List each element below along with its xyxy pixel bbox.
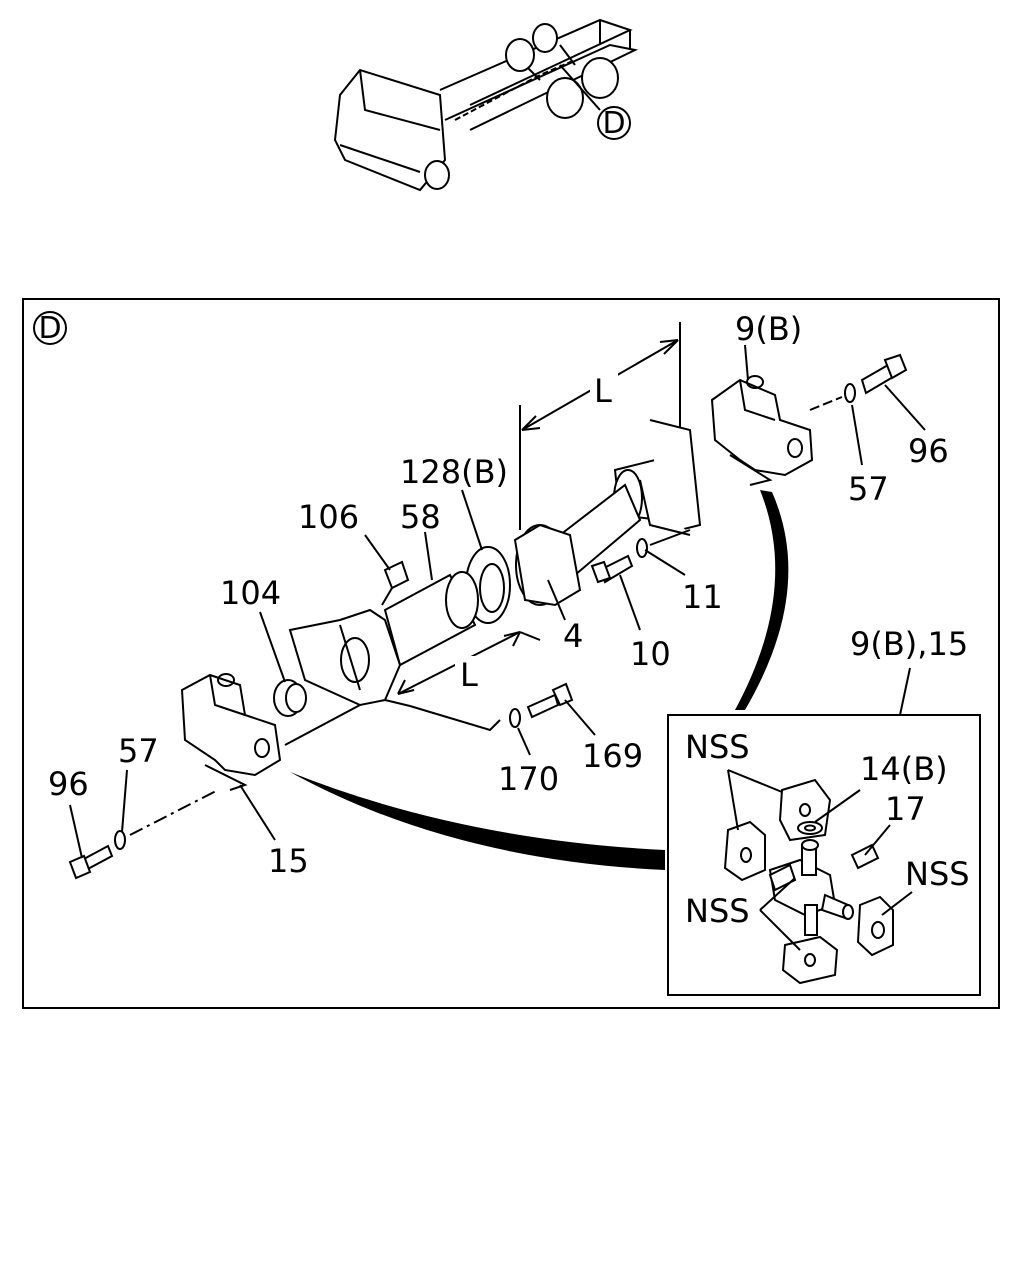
inset-bearing-cap-right [856,895,894,957]
label-170: 170 [498,760,559,798]
universal-joint-15 [180,673,361,791]
dimension-l-top [519,322,681,530]
label-57-top: 57 [848,470,889,508]
inset-leader-lines [727,769,913,951]
inset-label-nss-right: NSS [905,855,970,893]
label-106: 106 [298,498,359,536]
inset-label-14b: 14(B) [860,750,948,788]
label-9b-top: 9(B) [735,310,802,348]
universal-joint-9b [710,375,814,486]
label-15: 15 [268,842,309,880]
spline-shaft [513,483,642,607]
inset-callout-arc-lower [290,772,665,870]
label-57-left: 57 [118,732,159,770]
inset-title-leader [899,667,911,716]
inset-label-17: 17 [885,790,926,828]
washer-170 [509,708,521,728]
tube-yoke-58 [288,571,479,707]
inset-title: 9(B),15 [850,625,968,663]
label-104: 104 [220,574,281,612]
bolt-169 [526,682,574,719]
detail-marker-d: D [33,311,67,346]
bolt-10 [590,554,634,584]
label-128b: 128(B) [400,453,508,491]
label-10: 10 [630,635,671,673]
label-l-bottom: L [460,656,478,694]
washer-57-top [844,383,856,403]
location-marker-label: D [602,106,625,141]
washer-57-left [114,830,126,850]
truck-overview [333,18,639,192]
label-96-left: 96 [48,765,89,803]
inset-bearing-cap-bottom [781,935,839,985]
label-11: 11 [682,578,723,616]
label-96-top: 96 [908,432,949,470]
inset-callout-arc-upper [735,490,789,710]
inset-bearing-cap-left [723,820,766,882]
label-58: 58 [400,498,441,536]
bushing-104 [273,679,307,717]
inset-grease-nipple-17 [850,843,880,870]
detail-frame [22,298,1000,1009]
inset-washer-14b [797,821,823,835]
dimension-l-bottom [384,631,541,732]
location-marker-d: D [597,106,631,141]
bolt-96-top [860,353,908,395]
leader-lines [69,344,926,859]
inset-label-nss-bottom: NSS [685,892,750,930]
inset-cross-spider [768,839,854,936]
inset-label-nss-top: NSS [685,728,750,766]
grease-nipple-106 [381,560,410,606]
label-l-top: L [594,372,612,410]
label-4: 4 [563,617,583,655]
label-169: 169 [582,737,643,775]
detail-marker-label: D [38,311,61,346]
bolt-96-left [68,844,114,880]
washer-11 [636,538,648,558]
inset-frame [667,714,981,996]
